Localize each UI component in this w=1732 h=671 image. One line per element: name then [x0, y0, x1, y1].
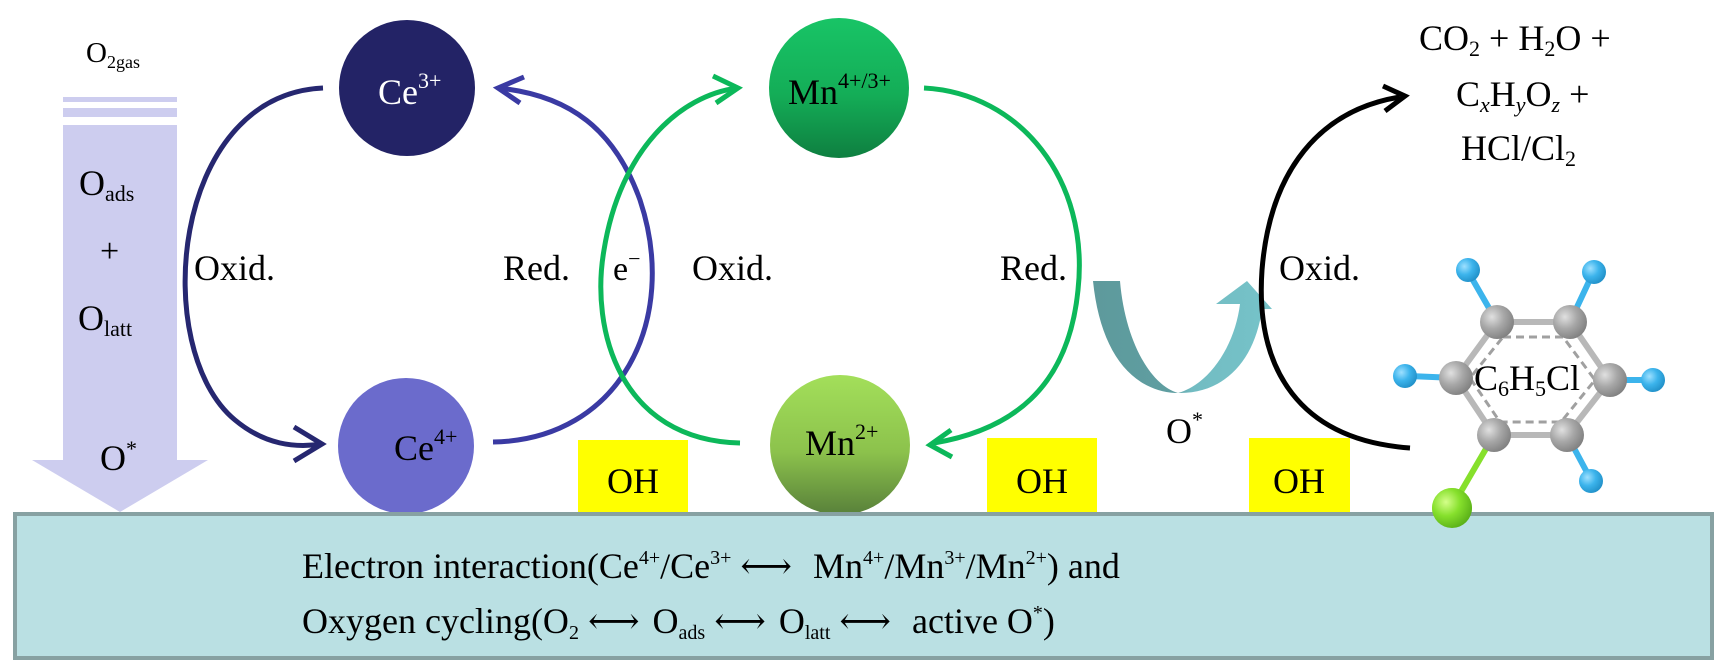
molecule-formula-label: C6H5Cl	[1474, 358, 1580, 401]
voc-oxidation-arrow	[1258, 94, 1411, 451]
substrate-line-oxygen-cycling: Oxygen cycling(O2 ⟷ Oads ⟷ Olatt ⟷ activ…	[302, 601, 1055, 644]
arrow-body	[32, 125, 208, 512]
active-oxygen-label: O*	[1166, 407, 1203, 451]
carbon-atom	[1477, 418, 1511, 452]
voc-oxidation-arrowhead	[1381, 83, 1410, 113]
carbon-atom	[1439, 361, 1473, 395]
carbon-atom	[1480, 305, 1514, 339]
hydrogen-atom	[1579, 469, 1603, 493]
plus-label: +	[100, 233, 119, 270]
ce-oxid-label: Oxid.	[194, 248, 275, 288]
hydrogen-atom	[1641, 368, 1665, 392]
ce3-ion	[339, 20, 475, 156]
mn-low-ion	[770, 375, 910, 515]
hydrogen-atom	[1456, 258, 1480, 282]
mn-oxidation-arrow	[598, 85, 741, 446]
chlorobenzene-molecule	[1393, 258, 1665, 528]
mn-reduction-arrow	[923, 85, 1082, 446]
hydroxyl-label: OH	[1016, 461, 1068, 501]
hydroxyl-box	[987, 438, 1097, 512]
mn-red-label: Red.	[1000, 248, 1067, 288]
ce3-label: Ce3+	[378, 68, 441, 112]
mn-high-label: Mn4+/3+	[788, 68, 891, 112]
mn-low-label: Mn2+	[805, 419, 878, 463]
products-line-3: HCl/Cl2	[1461, 128, 1576, 171]
o-star-label: O*	[100, 436, 137, 478]
products-line-2: CxHyOz +	[1456, 74, 1589, 117]
oxygen-flow-arrow	[32, 97, 208, 512]
mn-reduction-arrowhead	[925, 427, 954, 460]
arrow-stripe	[63, 97, 177, 102]
chlorine-atom-overlay	[1432, 488, 1472, 528]
active-oxygen-transfer-arrow	[1093, 281, 1272, 393]
carbon-atom	[1553, 305, 1587, 339]
carbon-atom	[1550, 418, 1584, 452]
hydroxyl-box	[1249, 438, 1350, 512]
ce4-label: Ce4+	[394, 424, 457, 468]
hydroxyl-label: OH	[1273, 461, 1325, 501]
o2-gas-label: O2gas	[86, 37, 140, 72]
electron-label: e−	[613, 246, 641, 288]
substrate-line-electron-interaction: Electron interaction(Ce4+/Ce3+ ⟷ Mn4+/Mn…	[302, 546, 1120, 586]
ce-oxidation-arrowhead	[292, 424, 327, 464]
arrow-stripe	[63, 108, 177, 117]
ce-reduction-arrowhead	[492, 74, 525, 106]
mn-oxid-label: Oxid.	[692, 248, 773, 288]
hydroxyl-label: OH	[607, 461, 659, 501]
carbon-atom	[1593, 363, 1627, 397]
o-ads-label: Oads	[79, 163, 134, 206]
ce-reduction-arrow	[492, 85, 655, 445]
ce4-ion	[338, 378, 474, 514]
hydrogen-atom	[1582, 260, 1606, 284]
hydroxyl-box	[578, 440, 688, 512]
voc-oxid-label: Oxid.	[1279, 248, 1360, 288]
mn-high-ion	[769, 18, 909, 158]
ce-red-label: Red.	[503, 248, 570, 288]
catalyst-substrate	[13, 512, 1714, 660]
ce-oxidation-arrow	[182, 85, 324, 448]
products-line-1: CO2 + H2O +	[1419, 18, 1611, 61]
mn-oxidation-arrowhead	[711, 73, 743, 106]
hydrogen-atom	[1393, 364, 1417, 388]
o-latt-label: Olatt	[78, 298, 132, 341]
